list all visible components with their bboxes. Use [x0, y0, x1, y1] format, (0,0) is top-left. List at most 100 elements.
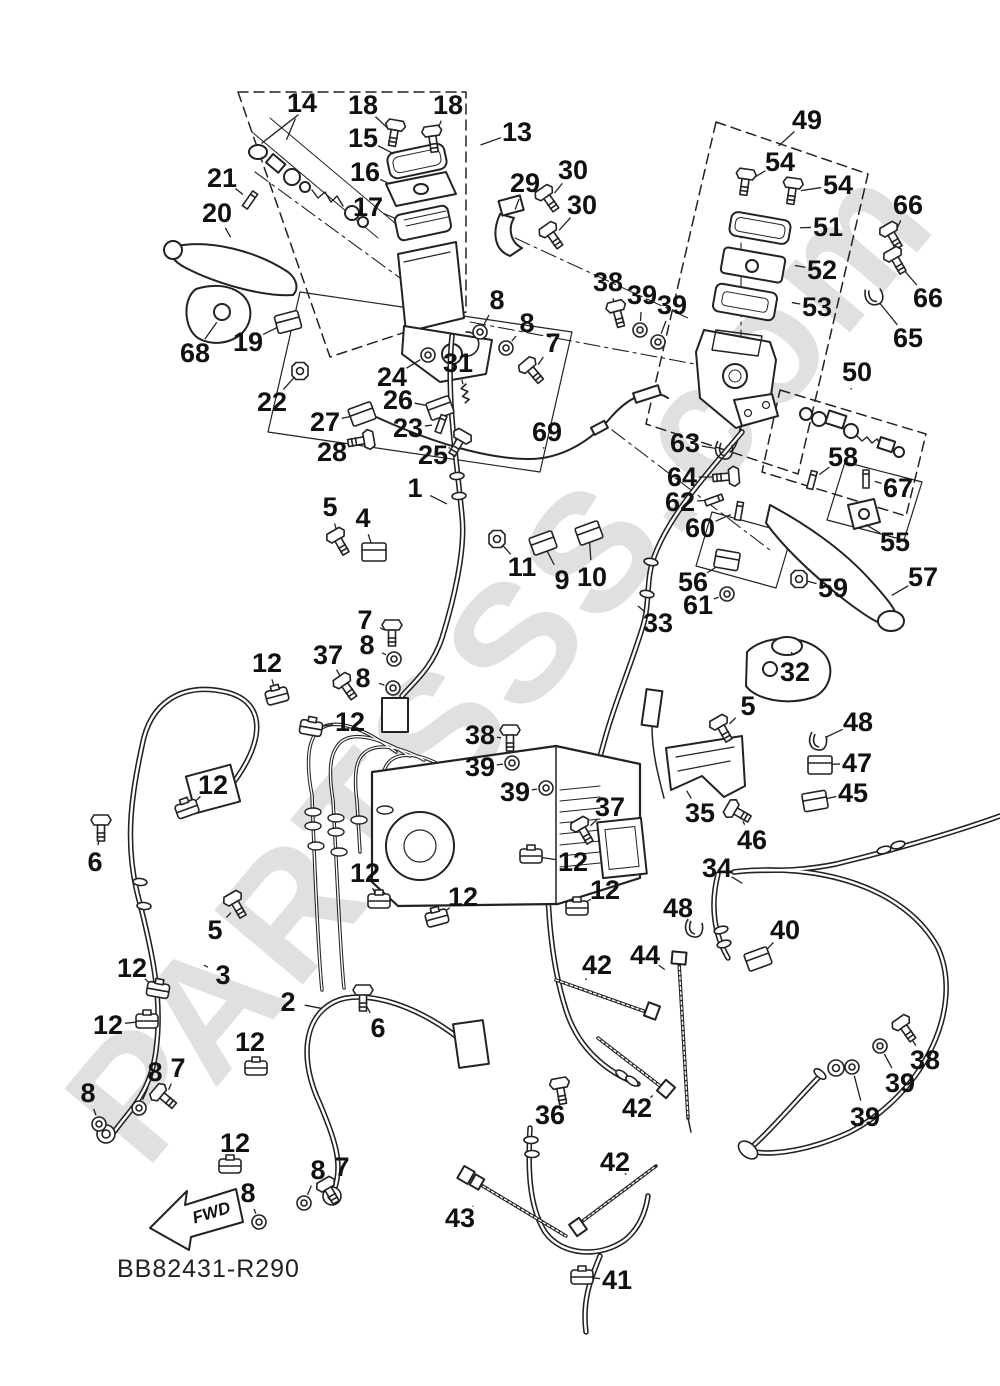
part-number-label: 42 — [582, 950, 612, 980]
part-number-label: 46 — [737, 825, 767, 855]
part-number-label: 12 — [558, 847, 588, 877]
part-number-label: 31 — [443, 348, 473, 378]
washer-glyph — [385, 680, 401, 696]
bolt-glyph — [534, 183, 560, 213]
diagram-line-art — [96, 91, 1000, 1335]
part-number-label: 33 — [643, 608, 673, 638]
part-callout-12: 12 — [93, 1009, 159, 1040]
part-callout-39: 39 — [650, 290, 687, 350]
part-number-label: 53 — [802, 292, 832, 322]
part-callout-12: 12 — [218, 1128, 250, 1174]
part-callout-62: 62 — [665, 487, 725, 517]
piston-kit-right — [799, 407, 905, 458]
pin-glyph — [703, 493, 725, 507]
part-number-label: 52 — [807, 255, 837, 285]
bolt-glyph — [722, 799, 752, 823]
part-callout-6: 6 — [87, 814, 112, 877]
part-number-label: 68 — [180, 338, 210, 368]
part-callout-63: 63 — [670, 428, 734, 460]
part-number-label: 55 — [880, 527, 910, 557]
bolt-glyph — [448, 427, 472, 457]
part-callout-12: 12 — [117, 953, 171, 1000]
part-callout-8: 8 — [472, 285, 505, 340]
part-number-label: 16 — [350, 157, 380, 187]
part-callout-40: 40 — [743, 915, 800, 972]
part-callout-42: 42 — [600, 1147, 630, 1177]
part-callout-5: 5 — [709, 691, 756, 743]
washer-glyph — [472, 324, 488, 340]
washer-glyph — [296, 1195, 312, 1211]
part-number-label: 47 — [842, 748, 872, 778]
part-callout-49: 49 — [778, 105, 822, 147]
part-number-label: 22 — [257, 387, 287, 417]
bolt-glyph — [883, 245, 907, 275]
part-callout-58: 58 — [805, 442, 858, 491]
washer-glyph — [498, 340, 514, 356]
pin-glyph — [241, 190, 259, 210]
clamp-glyph — [135, 1009, 159, 1029]
part-number-label: 34 — [702, 853, 732, 883]
part-code: BB82431-R290 — [117, 1255, 300, 1283]
bolt-glyph — [879, 220, 903, 250]
part-callout-12: 12 — [424, 882, 478, 928]
piston-kit-left — [248, 114, 397, 239]
part-callout-8: 8 — [80, 1078, 107, 1132]
part-callout-47: 47 — [807, 748, 872, 778]
part-callout-20: 20 — [202, 198, 232, 238]
part-callout-16: 16 — [350, 157, 391, 187]
clip-glyph — [714, 440, 734, 460]
part-callout-61: 61 — [683, 586, 735, 620]
bolt-glyph — [352, 984, 374, 1012]
part-number-label: 10 — [577, 562, 607, 592]
fwd-arrow: FWD — [149, 1188, 244, 1251]
part-number-label: 8 — [355, 663, 370, 693]
part-callout-8: 8 — [296, 1155, 326, 1211]
part-callout-23: 23 — [393, 413, 448, 443]
bolt-glyph — [711, 465, 741, 487]
part-number-label: 57 — [908, 562, 938, 592]
part-callout-26: 26 — [383, 385, 455, 421]
part-callout-2: 2 — [280, 987, 322, 1017]
nut-glyph — [291, 361, 309, 381]
part-callout-12: 12 — [252, 648, 290, 706]
bolt-glyph — [223, 889, 247, 919]
washer-glyph — [504, 755, 520, 771]
part-number-label: 35 — [685, 798, 715, 828]
right-lever-group — [745, 498, 905, 703]
part-callout-43: 43 — [445, 1203, 475, 1233]
bolt-glyph — [548, 1076, 571, 1106]
bolt-glyph — [570, 815, 594, 845]
part-callout-38: 38 — [891, 1013, 940, 1075]
part-number-label: 36 — [535, 1100, 565, 1130]
bolt-glyph — [384, 118, 407, 148]
part-callout-28: 28 — [317, 428, 376, 467]
part-number-label: 48 — [663, 893, 693, 923]
part-number-label: 12 — [198, 770, 228, 800]
part-number-label: 8 — [240, 1178, 255, 1208]
part-callout-22: 22 — [257, 361, 309, 417]
part-number-label: 65 — [893, 323, 923, 353]
part-number-label: 6 — [87, 847, 102, 877]
bolt-glyph — [421, 124, 443, 154]
part-callout-54: 54 — [782, 170, 853, 206]
part-number-label: 27 — [310, 407, 340, 437]
part-callout-27: 27 — [310, 401, 377, 437]
part-number-label: 66 — [913, 283, 943, 313]
part-number-label: 17 — [353, 192, 383, 222]
part-callout-34: 34 — [702, 853, 743, 884]
part-number-label: 11 — [508, 552, 537, 582]
pin-glyph — [805, 469, 819, 491]
clamp-glyph — [244, 1056, 268, 1076]
part-callout-8: 8 — [359, 630, 402, 667]
part-callout-68: 68 — [180, 321, 218, 368]
part-number-label: 60 — [685, 513, 715, 543]
part-number-label: 39 — [500, 777, 530, 807]
part-callout-45: 45 — [801, 778, 868, 813]
part-callout-41: 41 — [570, 1265, 632, 1295]
part-callout-53: 53 — [791, 292, 832, 322]
part-callout-56: 56 — [678, 548, 741, 597]
washer-glyph — [538, 780, 554, 796]
part-number-label: 39 — [657, 290, 687, 320]
part-callout-64: 64 — [667, 462, 741, 492]
